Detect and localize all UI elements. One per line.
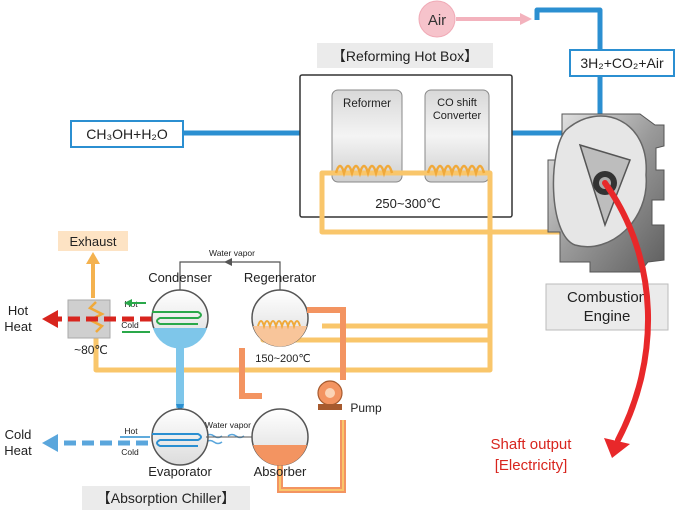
shaft-arrow [602, 180, 652, 443]
regenerator-temp: 150~200℃ [255, 353, 310, 365]
solution-pipe-left [239, 348, 262, 399]
condenser-label: Condenser [148, 270, 212, 285]
exhaust-label: Exhaust [70, 234, 117, 249]
air-bubble [418, 0, 456, 38]
chiller-title: 【Absorption Chiller】 [97, 490, 236, 506]
pump-label: Pump [350, 401, 382, 415]
co-shift-label-2: Converter [433, 110, 482, 122]
reformer-label: Reformer [343, 98, 391, 110]
evaporator-sphere [151, 408, 209, 466]
pump-icon [317, 380, 343, 410]
air-label: Air [428, 12, 446, 29]
regenerator-coil [257, 320, 301, 330]
hot-box-temp: 250~300℃ [375, 196, 441, 211]
reformer-coil [334, 164, 394, 178]
solution-pipe-right [307, 307, 346, 380]
exhaust-arrowhead [86, 252, 100, 264]
regenerator-liquid [253, 326, 307, 347]
shaft-label-2: [Electricity] [495, 457, 568, 474]
exchanger-temp: ~80℃ [74, 343, 108, 357]
hot-heat-label-1: Hot [8, 303, 29, 318]
exhaust-label-bg [58, 231, 128, 251]
vapor-top-arrowhead [224, 258, 232, 266]
absorber-label: Absorber [254, 464, 307, 479]
hot-heat-label-2: Heat [4, 319, 32, 334]
condenser-coil [152, 311, 202, 325]
combustion-label-2: Engine [584, 308, 631, 325]
air-arrowhead [520, 13, 532, 25]
combustion-label-1: Combustion [567, 289, 647, 306]
evaporator-label: Evaporator [148, 464, 212, 479]
vapor-bottom-label: Water vapor [205, 420, 251, 430]
reformer-chamber [331, 89, 403, 183]
cold-small-label-2: Cold [121, 447, 139, 457]
vapor-top-label: Water vapor [209, 248, 255, 258]
hot-small-label-2: Hot [124, 426, 138, 436]
co-shift-coil [426, 164, 486, 178]
fuel-out-label: 3H₂+CO₂+Air [580, 55, 664, 71]
condenser-liquid [153, 328, 207, 349]
heat-pipe-to-exchanger [93, 318, 493, 373]
hot-box-title-bg [317, 43, 493, 68]
hot-box-title: 【Reforming Hot Box】 [332, 48, 478, 64]
condenser-drain-pipe [176, 346, 184, 408]
shaft-label-1: Shaft output [491, 436, 573, 453]
shaft-arrowhead [604, 438, 630, 458]
fuel-out-box [569, 49, 675, 77]
regenerator-label: Regenerator [244, 270, 317, 285]
cold-heat-label-1: Cold [5, 427, 32, 442]
chiller-title-bg [82, 486, 250, 510]
vapor-bottom-waves [205, 433, 245, 445]
cold-heat-arrowhead [42, 434, 58, 452]
absorber-liquid [253, 445, 307, 466]
hot-heat-arrowhead [42, 310, 58, 328]
hot-small-arrowhead-1 [124, 299, 132, 307]
cold-heat-label-2: Heat [4, 443, 32, 458]
co-shift-chamber [424, 89, 490, 183]
evaporator-coil [152, 433, 202, 447]
heat-pipe-loop [319, 170, 610, 329]
solution-pipe-bottom-inner [279, 420, 344, 491]
fuel-in-box [70, 120, 184, 148]
cold-small-label-1: Cold [121, 320, 139, 330]
fuel-in-label: CH₃OH+H₂O [86, 126, 168, 142]
engine-icon [547, 113, 665, 273]
co-shift-label-1: CO shift [437, 97, 477, 109]
